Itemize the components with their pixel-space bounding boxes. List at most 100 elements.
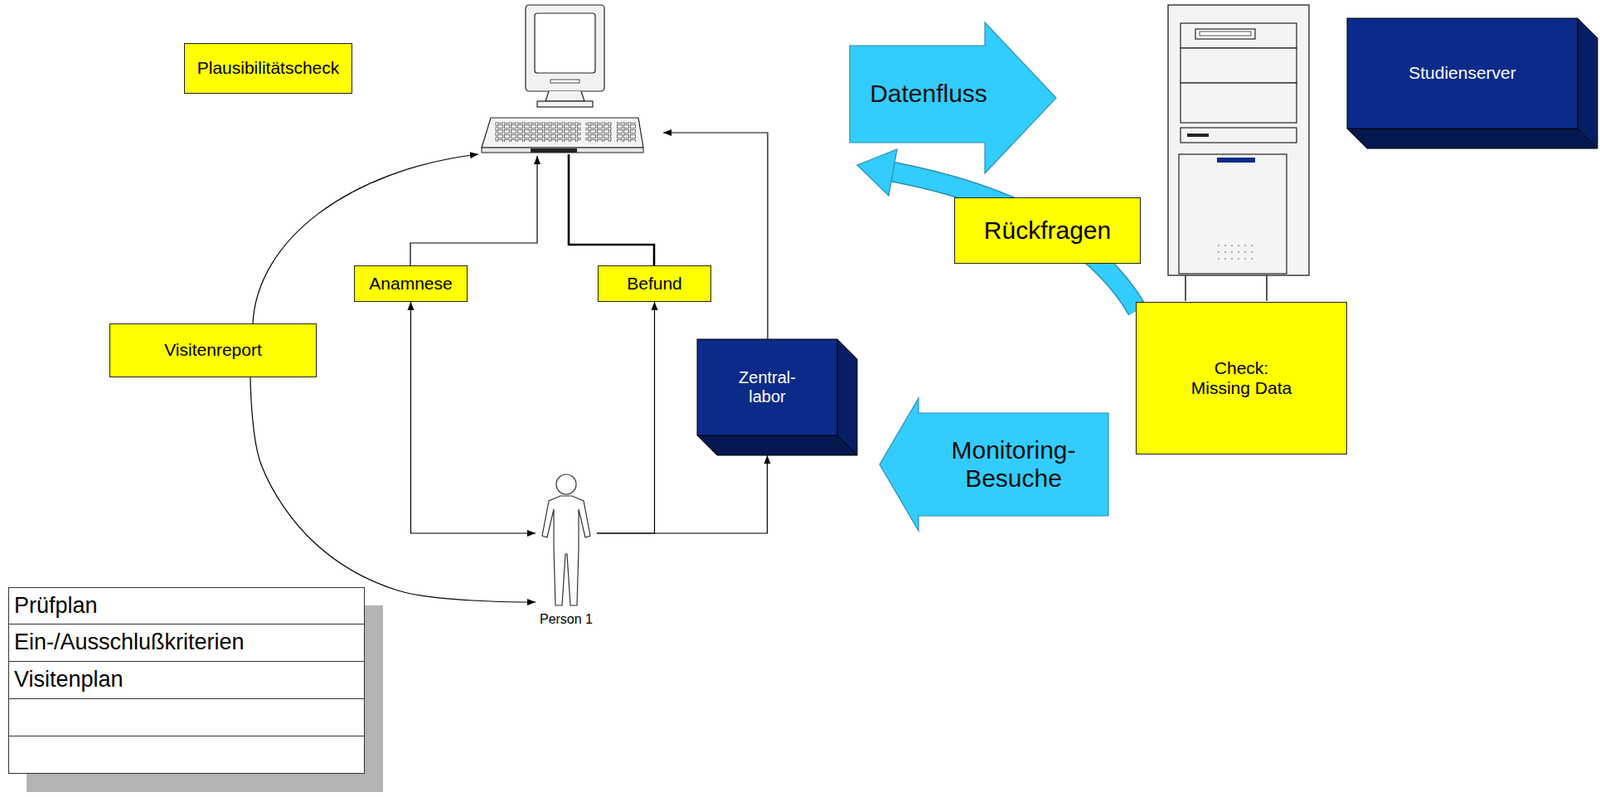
node-text: Befund (626, 273, 683, 294)
screen (534, 13, 596, 73)
keyboard-keys (585, 121, 612, 142)
monitor-slot (550, 79, 580, 83)
text-holder: Monitoring- Besuche (918, 412, 1109, 516)
return-arrow-head (857, 149, 897, 196)
text-holder: Anamnese (354, 266, 467, 301)
lab-line (663, 132, 768, 340)
table-cell: Ein-/Ausschlußkriterien (14, 629, 245, 655)
arrow-body (849, 22, 1057, 174)
arrow-body (879, 397, 1109, 531)
server-case (1168, 4, 1310, 276)
drawing-part (1244, 251, 1247, 253)
table-row: Visitenplan (8, 661, 365, 699)
box-bottom (1347, 128, 1598, 149)
floppy-slot (1187, 133, 1209, 137)
process-box: Visitenreport (109, 323, 317, 378)
document-table: PrüfplanEin-/AusschlußkriterienVisitenpl… (8, 586, 365, 774)
drawing-part (1224, 257, 1227, 260)
server-foot (1184, 273, 1187, 301)
node-text: Studienserver (1408, 63, 1517, 83)
box-front (1347, 18, 1578, 129)
drawing-part (1224, 251, 1227, 253)
data-line (410, 155, 538, 266)
drawing-part (1217, 251, 1220, 253)
text-holder: Check: Missing Data (1136, 302, 1347, 454)
keyboard-keys (615, 121, 636, 142)
power-light (1216, 157, 1256, 163)
table-row: Ein-/Ausschlußkriterien (8, 624, 365, 662)
person-figure: Person 1 (535, 470, 597, 629)
drawing-part (1237, 251, 1240, 253)
text-holder: Zentral- labor (697, 339, 838, 436)
node-text: Plausibilitätscheck (197, 58, 340, 78)
monitor-neck (545, 91, 585, 102)
drawing-part (1231, 257, 1233, 260)
check-box: Check: Missing Data (1135, 301, 1348, 455)
monitor (525, 4, 605, 92)
data-line (568, 154, 655, 266)
keyboard (481, 117, 644, 148)
connector (596, 455, 768, 534)
text-holder: Plausibilitätscheck (184, 43, 352, 93)
person-head (556, 474, 577, 495)
text-holder: Studienserver (1347, 18, 1578, 129)
process-box: Anamnese (353, 265, 468, 302)
connector (250, 377, 536, 602)
server-foot (1265, 273, 1268, 301)
box-shape (1347, 18, 1598, 149)
text-holder: Befund (598, 266, 711, 301)
drawing-part (1250, 251, 1253, 253)
drawing-part (1231, 251, 1233, 253)
drawing-part (1237, 257, 1240, 260)
node-text: Check: Missing Data (1184, 358, 1300, 398)
table-cell: Visitenplan (14, 666, 124, 693)
drawing-part (1244, 257, 1247, 260)
return-arrow-band (892, 171, 1138, 311)
node-text: Zentral- labor (730, 368, 805, 407)
text-holder: Person 1 (518, 610, 614, 629)
node-text: Person 1 (539, 611, 593, 627)
drawing-part (1224, 244, 1227, 247)
front-panel (1178, 154, 1287, 274)
flow-arrow: Monitoring- Besuche (879, 397, 1109, 531)
drawing-part (1250, 244, 1253, 247)
return-arrow (857, 149, 1138, 311)
person-body (542, 495, 591, 606)
server-icon (1168, 4, 1310, 301)
drawing-part (1244, 244, 1247, 247)
keyboard-bar (530, 148, 577, 153)
box-bottom (697, 435, 858, 456)
connector (411, 301, 537, 534)
node-text: Rückfragen (984, 216, 1111, 246)
drawing-part (1237, 244, 1240, 247)
text-holder: Datenfluss (849, 45, 1008, 143)
node-text: Anamnese (368, 273, 452, 294)
report-line (252, 154, 479, 324)
process-box: Befund (597, 265, 712, 302)
table-row (8, 736, 365, 774)
drawing-part (1217, 244, 1220, 247)
table-row (8, 698, 365, 737)
drive-slot (1195, 29, 1256, 39)
drawing-part (1250, 257, 1253, 260)
monitor-stand (537, 101, 593, 107)
keyboard-edge (481, 147, 644, 153)
drawing-part (1217, 257, 1220, 260)
node-text: Datenfluss (869, 79, 988, 109)
flow-arrow: Datenfluss (849, 22, 1057, 174)
node-text: Visitenreport (164, 339, 262, 360)
person-icon (535, 470, 597, 608)
query-box: Rückfragen (954, 197, 1141, 264)
drive-bay (1180, 82, 1297, 123)
connector (596, 301, 655, 534)
table-row: Prüfplan (8, 586, 365, 625)
drive-bay (1180, 23, 1297, 49)
table-cell: Prüfplan (14, 592, 98, 619)
drive-bay (1180, 48, 1297, 83)
floppy-bay (1180, 127, 1297, 143)
drawing-part (1231, 244, 1233, 247)
box-front (697, 339, 838, 436)
lab-box: Zentral- labor (697, 339, 858, 456)
text-holder: Rückfragen (955, 198, 1140, 263)
